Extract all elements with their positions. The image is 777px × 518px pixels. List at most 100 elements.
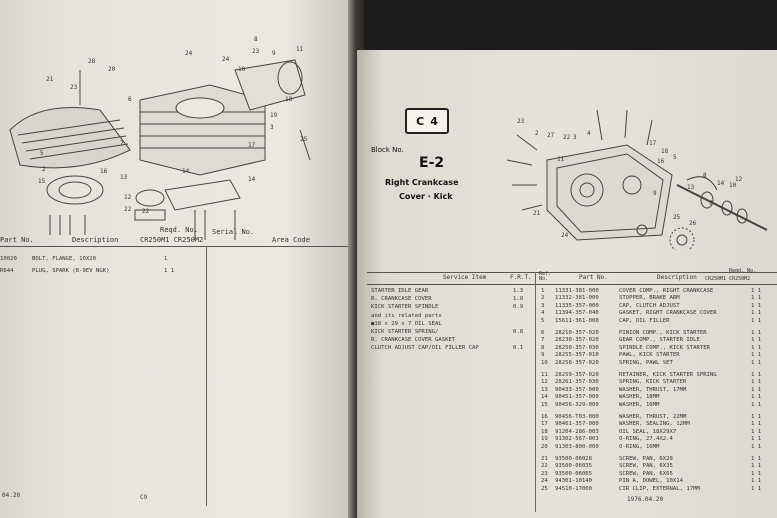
diagram-callout: 10 bbox=[238, 66, 246, 73]
part-ref: 19 bbox=[541, 436, 548, 443]
part-qty: 1 1 bbox=[751, 372, 762, 378]
header-ref: Ref. No. bbox=[539, 271, 552, 282]
part-description: GASKET, RIGHT CRANKCASE COVER bbox=[619, 310, 717, 317]
part-description: SCREW, PAN, 6X28 bbox=[619, 456, 673, 462]
part-description: SCREW, PAN, 6X65 bbox=[619, 470, 673, 477]
part-ref: 17 bbox=[541, 421, 548, 428]
diagram-callout: 4 bbox=[587, 130, 591, 137]
part-qty: 1 1 bbox=[751, 443, 762, 450]
part-number: 28259-357-020 bbox=[555, 372, 599, 378]
diagram-callout: 19 bbox=[270, 112, 278, 119]
part-ref: 4 bbox=[541, 310, 545, 317]
block-label: Block No. bbox=[371, 146, 404, 154]
part-number: 28255-357-010 bbox=[555, 352, 599, 359]
part-number: 11332-381-000 bbox=[555, 295, 599, 302]
part-number: 90433-357-000 bbox=[555, 386, 599, 393]
part-description: PIN A, DOWEL, 10X14 bbox=[619, 478, 683, 485]
part-ref: 16 bbox=[541, 414, 548, 420]
part-number: 28250-357-030 bbox=[555, 344, 599, 351]
part-number: 28261-357-030 bbox=[555, 379, 599, 386]
diagram-callout: 16 bbox=[100, 168, 108, 175]
part-description: WASHER, THRUST, 17MM bbox=[619, 386, 687, 393]
part-qty: 1 1 bbox=[751, 386, 762, 393]
service-item-name: KICK STARTER SPRING/ bbox=[371, 329, 439, 335]
diagram-callout: 22 bbox=[563, 134, 571, 141]
diagram-callout: 8 bbox=[254, 36, 258, 43]
diagram-callout: 13 bbox=[687, 184, 695, 191]
diagram-callout: 9 bbox=[653, 190, 657, 197]
diagram-callout: 18 bbox=[661, 148, 669, 155]
diagram-callout: 23 bbox=[517, 118, 525, 125]
diagram-callout: 20 bbox=[108, 66, 116, 73]
part-qty: 1 1 bbox=[751, 288, 762, 294]
left-row-description: PLUG, SPARK (B-9EV NGK) bbox=[32, 268, 110, 274]
diagram-callout: 12 bbox=[124, 194, 132, 201]
right-footer-date: 1976.04.20 bbox=[627, 496, 664, 503]
diagram-callout: 13 bbox=[120, 174, 128, 181]
part-qty: 1 1 bbox=[751, 456, 762, 462]
part-number: 93500-06065 bbox=[555, 470, 593, 477]
part-description: SPRING, KICK STARTER bbox=[619, 379, 687, 386]
left-row-part: 10020 bbox=[0, 256, 17, 262]
diagram-callout: 2 bbox=[42, 166, 46, 173]
section-badge: C 4 bbox=[405, 108, 449, 134]
part-number: 90461-357-000 bbox=[555, 421, 599, 428]
diagram-callout: 23 bbox=[70, 84, 78, 91]
diagram-callout: 24 bbox=[222, 56, 230, 63]
diagram-callout: 14 bbox=[182, 168, 190, 175]
part-number: 90456-T03-000 bbox=[555, 414, 599, 420]
diagram-callout: 8 bbox=[703, 172, 707, 179]
part-qty: 1 1 bbox=[751, 470, 762, 477]
part-number: 91302-567-003 bbox=[555, 436, 599, 443]
header-reqd: Reqd. No. bbox=[729, 268, 757, 274]
part-ref: 13 bbox=[541, 386, 548, 393]
part-qty: 1 1 bbox=[751, 352, 762, 359]
diagram-callout: 17 bbox=[248, 142, 256, 149]
part-number: 94510-17000 bbox=[555, 485, 593, 492]
left-table-rule bbox=[0, 246, 352, 247]
header-part-no: Part No. bbox=[579, 274, 608, 281]
part-description: WASHER, 16MM bbox=[619, 401, 660, 408]
part-ref: 9 bbox=[541, 352, 545, 359]
part-description: CIR CLIP, EXTERNAL, 17MM bbox=[619, 485, 700, 492]
service-item-name: STARTER IDLE GEAR bbox=[371, 288, 429, 294]
service-item-frt: 0.8 bbox=[513, 329, 524, 335]
left-row-part: R644 bbox=[0, 268, 14, 274]
diagram-callout: 25 bbox=[673, 214, 681, 221]
part-ref: 22 bbox=[541, 463, 548, 470]
left-row-qty: 1 bbox=[164, 256, 168, 262]
block-title-line2: Cover · Kick bbox=[399, 192, 453, 201]
part-description: WASHER, 18MM bbox=[619, 394, 660, 401]
diagram-callout: 24 bbox=[561, 232, 569, 239]
service-item-frt: 1.0 bbox=[513, 296, 524, 303]
part-description: CAP, OIL FILLER bbox=[619, 317, 670, 324]
left-footer-page: C9 bbox=[140, 494, 148, 501]
header-models: CR250M1 CR250M2 bbox=[705, 276, 751, 282]
part-qty: 1 1 bbox=[751, 310, 762, 317]
part-number: 93500-06028 bbox=[555, 456, 593, 462]
diagram-callout: 17 bbox=[649, 140, 657, 147]
service-item-name: and its related parts bbox=[371, 312, 442, 319]
part-ref: 10 bbox=[541, 359, 548, 366]
diagram-callout: 21 bbox=[533, 210, 541, 217]
part-description: CAP, CLUTCH ADJUST bbox=[619, 302, 680, 309]
part-qty: 1 1 bbox=[751, 317, 762, 324]
part-number: 11331-381-000 bbox=[555, 288, 599, 294]
part-qty: 1 1 bbox=[751, 379, 762, 386]
part-description: OIL SEAL, 18X29X7 bbox=[619, 428, 677, 435]
part-number: 94301-10140 bbox=[555, 478, 593, 485]
diagram-callout: 10 bbox=[729, 182, 737, 189]
part-qty: 1 1 bbox=[751, 394, 762, 401]
part-qty: 1 1 bbox=[751, 485, 762, 492]
badge-letter: C bbox=[416, 114, 425, 128]
part-description: SCREW, PAN, 6X35 bbox=[619, 463, 673, 470]
part-number: 11335-357-000 bbox=[555, 302, 599, 309]
part-ref: 25 bbox=[541, 485, 548, 492]
left-header-description: Description bbox=[72, 236, 119, 244]
diagram-callout: 5 bbox=[40, 150, 44, 157]
service-item-frt: 1.3 bbox=[513, 288, 524, 294]
diagram-callout: 16 bbox=[657, 158, 665, 165]
diagram-callout: 22 bbox=[142, 208, 150, 215]
service-item-frt: 0.9 bbox=[513, 304, 524, 311]
